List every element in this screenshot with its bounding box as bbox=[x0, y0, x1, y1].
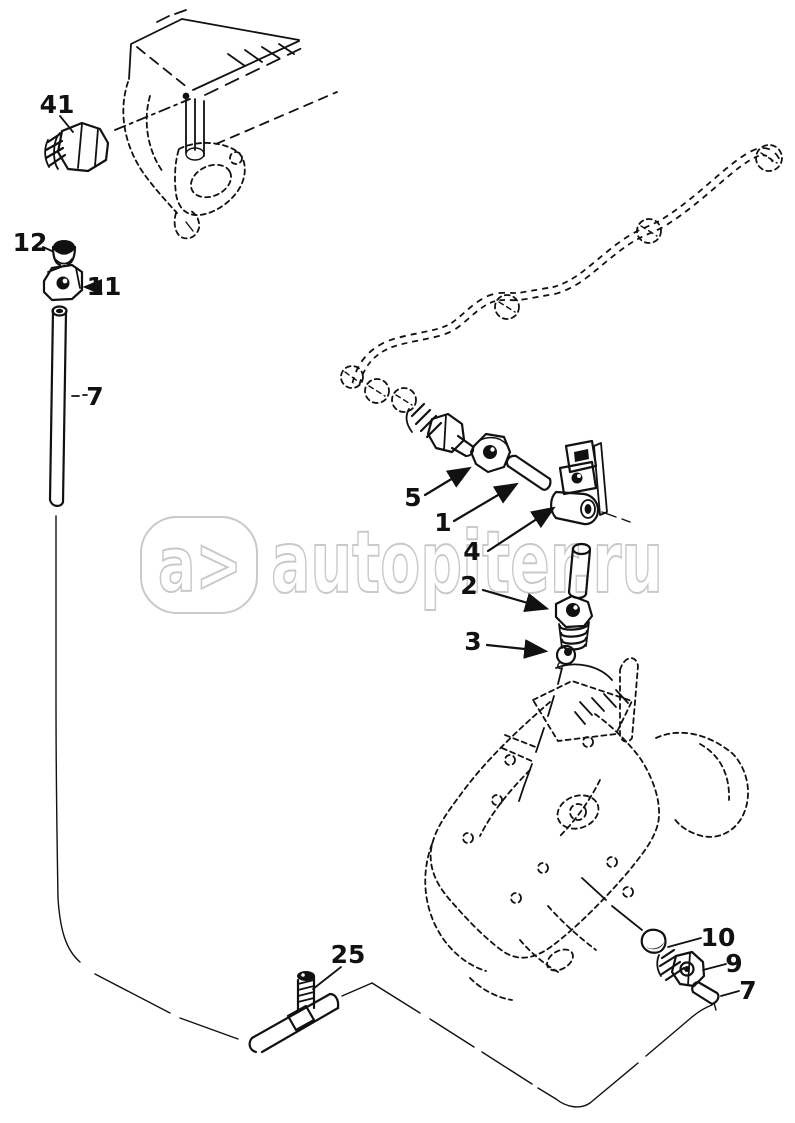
part-11-hex-nut-drawing bbox=[42, 263, 84, 302]
part-1-pin-drawing bbox=[505, 454, 552, 491]
part-41-hex-fitting-drawing bbox=[44, 121, 110, 173]
callout-11: 11 bbox=[87, 272, 122, 301]
part-7-tube-drawing bbox=[48, 305, 68, 507]
callout-2: 2 bbox=[460, 571, 477, 600]
fuel-line-ghost-fittings bbox=[340, 144, 783, 413]
frame-rail-drawing bbox=[114, 9, 338, 240]
line-to-part-10 bbox=[581, 877, 643, 931]
callouts: 41 12 11 7 5 1 4 2 3 25 10 9 7 bbox=[13, 90, 757, 1005]
part-7-short-pipe-drawing bbox=[691, 980, 720, 1006]
leader-25 bbox=[312, 966, 342, 990]
centerline-41 bbox=[114, 98, 191, 131]
part-12-cap-drawing bbox=[51, 240, 77, 267]
leader-2 bbox=[481, 588, 550, 612]
callout-3: 3 bbox=[464, 627, 481, 656]
callout-25: 25 bbox=[331, 940, 366, 969]
callout-7-short-pipe: 7 bbox=[739, 976, 756, 1005]
callout-41: 41 bbox=[40, 90, 75, 119]
leader-10 bbox=[667, 937, 702, 948]
leader-3 bbox=[485, 639, 549, 659]
callout-9: 9 bbox=[725, 949, 742, 978]
part-2-fitting-drawing bbox=[554, 594, 594, 651]
pipe-routing-line bbox=[55, 515, 717, 1108]
leader-9 bbox=[702, 963, 727, 971]
part-25-tee-fitting-drawing bbox=[248, 971, 340, 1054]
callout-1: 1 bbox=[434, 508, 451, 537]
watermark: a> autopiter.ru bbox=[140, 512, 664, 614]
leader-41 bbox=[59, 115, 74, 133]
banjo-stud-drawing bbox=[405, 402, 475, 458]
fuel-line-dashed-drawing bbox=[340, 144, 783, 413]
centerline-to-pump bbox=[518, 667, 563, 802]
leader-5 bbox=[423, 466, 472, 497]
callout-4: 4 bbox=[463, 537, 480, 566]
watermark-logo-text: a> bbox=[158, 520, 242, 609]
part-10-cap-drawing bbox=[640, 928, 667, 954]
watermark-logo-box bbox=[140, 516, 258, 614]
part-9-fitting-drawing bbox=[656, 948, 706, 988]
pump-body-ghost-drawing bbox=[424, 657, 749, 1001]
leader-4 bbox=[486, 506, 556, 553]
part-5-nut-drawing bbox=[469, 432, 512, 474]
callout-12: 12 bbox=[13, 228, 48, 257]
leader-7-short-pipe bbox=[720, 990, 740, 997]
watermark-brand-text: autopiter.ru bbox=[271, 513, 663, 613]
leader-7-tube bbox=[71, 394, 88, 397]
leader-1 bbox=[452, 482, 519, 523]
callout-5: 5 bbox=[404, 483, 421, 512]
callout-10: 10 bbox=[701, 923, 736, 952]
leader-12 bbox=[42, 246, 53, 252]
callout-7-tube: 7 bbox=[86, 382, 103, 411]
part-4-clamp-drawing bbox=[550, 439, 631, 526]
